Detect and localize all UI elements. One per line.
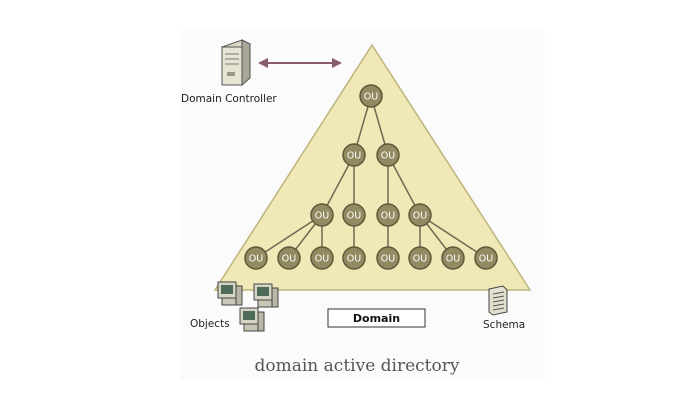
server-icon	[220, 39, 252, 87]
ou-tree-nodes: OU OU OU OU OU OU OU OU OU OU OU OU OU OU OU	[244, 84, 498, 270]
domain-label: Domain	[353, 312, 400, 325]
ou-node-circle	[408, 203, 432, 227]
computer-icon	[239, 307, 265, 332]
ou-node: OU	[310, 246, 334, 270]
ou-node: OU	[244, 246, 268, 270]
ou-node-circle	[342, 143, 366, 167]
schema-label: Schema	[483, 319, 525, 331]
ou-node-label: OU	[381, 151, 395, 162]
ou-node-circle	[474, 246, 498, 270]
schema-document-icon	[488, 285, 508, 316]
ou-node: OU	[342, 143, 366, 167]
ou-node-label: OU	[381, 211, 395, 222]
ou-node-circle	[376, 246, 400, 270]
computer-icon	[217, 281, 243, 306]
ou-node-label: OU	[282, 254, 296, 265]
ou-node-label: OU	[479, 254, 493, 265]
ou-node: OU	[310, 203, 334, 227]
ou-node-circle	[310, 246, 334, 270]
ou-node-circle	[342, 203, 366, 227]
ou-node-label: OU	[315, 211, 329, 222]
ou-node-circle	[310, 203, 334, 227]
caption: domain active directory	[255, 356, 460, 376]
computer-icon	[253, 283, 279, 308]
ou-node-circle	[244, 246, 268, 270]
ou-node-label: OU	[413, 254, 427, 265]
ou-node: OU	[359, 84, 383, 108]
ou-node: OU	[342, 203, 366, 227]
double-arrow-icon	[258, 58, 342, 68]
domain-controller-label: Domain Controller	[181, 93, 277, 105]
ou-node-label: OU	[347, 211, 361, 222]
ou-node-circle	[342, 246, 366, 270]
objects-label: Objects	[190, 318, 230, 330]
ou-node: OU	[277, 246, 301, 270]
ou-node: OU	[376, 203, 400, 227]
ou-node-label: OU	[347, 151, 361, 162]
ou-node: OU	[342, 246, 366, 270]
ou-node-label: OU	[381, 254, 395, 265]
domain-triangle	[213, 43, 532, 291]
ou-tree-edge	[255, 214, 323, 259]
ou-node-circle	[441, 246, 465, 270]
ou-node-label: OU	[315, 254, 329, 265]
domain-label-box	[327, 308, 426, 328]
ou-node-label: OU	[413, 211, 427, 222]
ou-node: OU	[408, 203, 432, 227]
ou-node-label: OU	[364, 92, 378, 103]
ou-node: OU	[408, 246, 432, 270]
ou-node: OU	[474, 246, 498, 270]
ou-node-label: OU	[249, 254, 263, 265]
ou-tree-edge	[419, 214, 487, 259]
ou-node-circle	[376, 143, 400, 167]
ou-node: OU	[441, 246, 465, 270]
ou-node-circle	[376, 203, 400, 227]
ou-node: OU	[376, 143, 400, 167]
ou-node-circle	[408, 246, 432, 270]
ou-node-circle	[277, 246, 301, 270]
ou-node-circle	[359, 84, 383, 108]
ou-node: OU	[376, 246, 400, 270]
ou-node-label: OU	[347, 254, 361, 265]
ou-node-label: OU	[446, 254, 460, 265]
